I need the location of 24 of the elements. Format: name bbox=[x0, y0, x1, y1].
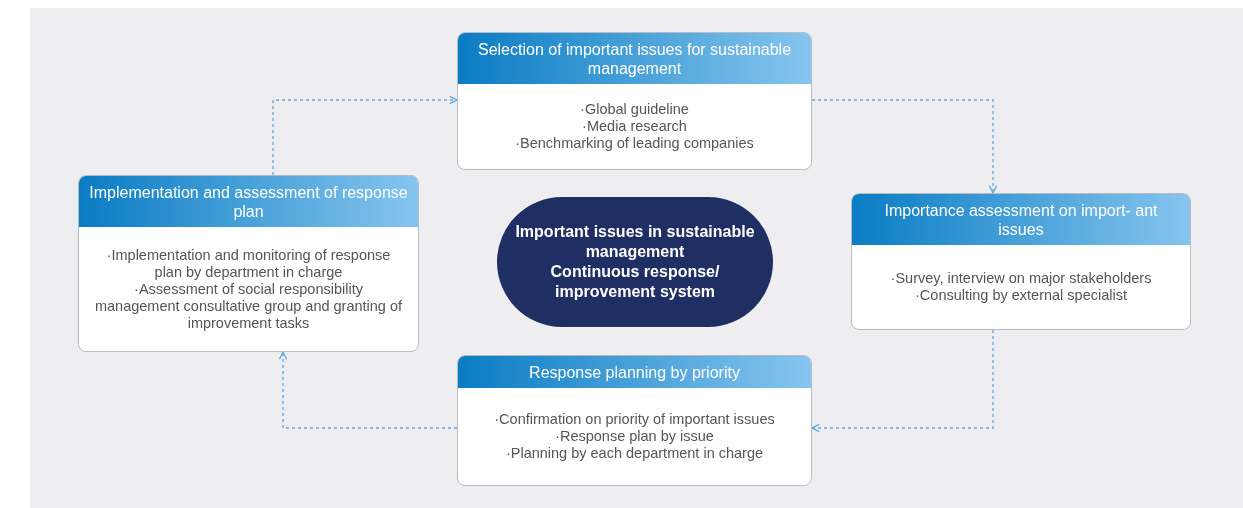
bullet-item: ·Survey, interview on major stakeholders bbox=[889, 270, 1153, 287]
step-card bbox=[851, 193, 1191, 330]
bullet-item: ·Planning by each department in charge bbox=[504, 445, 765, 462]
step-card bbox=[457, 355, 812, 486]
card-heading: Response planning by priority bbox=[458, 356, 811, 388]
center-text: Continuous response/ improvement system bbox=[549, 262, 721, 302]
step-card bbox=[78, 175, 419, 352]
dashed-arrow bbox=[811, 99, 998, 194]
bullet-item: ·Media research bbox=[581, 118, 688, 135]
bullet-item: ·Implementation and monitoring of response plan by department in charge bbox=[105, 246, 392, 281]
bullet-item: ·Assessment of social responsibility management consultative group and granting of improvement tasks bbox=[93, 280, 404, 332]
dashed-arrow bbox=[811, 329, 994, 433]
bullet-item: ·Consulting by external specialist bbox=[914, 287, 1128, 304]
bullet-item: ·Confirmation on priority of important issues bbox=[493, 411, 776, 428]
bullet-item: ·Response plan by issue bbox=[554, 428, 715, 445]
card-heading: Selection of important issues for sustainable management bbox=[458, 33, 811, 84]
card-heading: Implementation and assessment of response plan bbox=[79, 176, 418, 227]
dashed-arrow bbox=[278, 351, 458, 429]
dashed-arrow bbox=[272, 95, 458, 176]
bullet-item: ·Benchmarking of leading companies bbox=[514, 135, 755, 152]
card-heading: Importance assessment on import- ant issues bbox=[852, 194, 1190, 245]
step-card bbox=[457, 32, 812, 170]
center-text: Important issues in sustainable management bbox=[515, 222, 755, 262]
bullet-item: ·Global guideline bbox=[579, 101, 690, 118]
